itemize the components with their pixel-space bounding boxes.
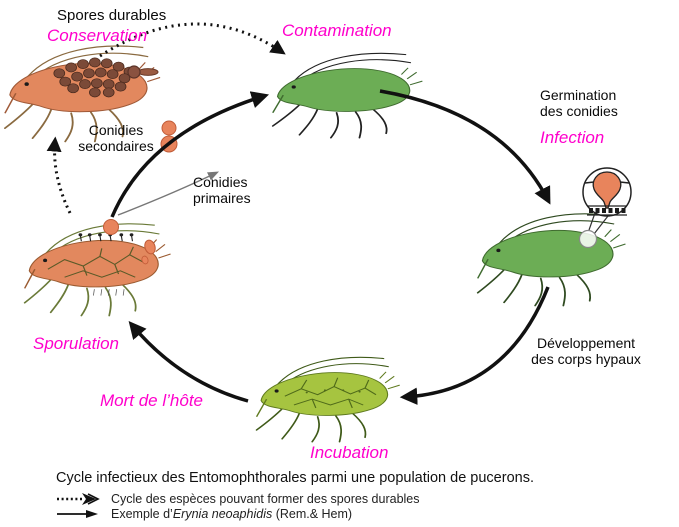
label-contamination: Contamination [282,21,392,40]
legend-solid-text: Exemple d’Erynia neoaphidis (Rem.& Hem) [111,507,352,521]
dotted-arrow-secondary-conidia [46,136,72,214]
label-conidies-secondaires-line1: Conidies [88,122,144,138]
germinating-conidium [592,171,622,209]
dotted-arrow-icon [57,493,100,505]
label-developpement-line1: Développement [536,335,636,351]
primary-conidium-icon [103,219,119,235]
aphid-contamination [271,52,423,139]
legend-solid-suffix: (Rem.& Hem) [272,507,353,521]
label-germination-line1: Germination [540,87,617,103]
legend-solid-prefix: Exemple d’ [111,507,173,521]
label-conidies-secondaires-line2: secondaires [78,138,154,154]
label-conidies-primaires-line2: primaires [193,190,251,206]
aphid-sporulation [23,223,171,317]
label-conidies-primaires: Conidies primaires [193,174,251,206]
magnifier-germination-icon [578,167,632,249]
ejected-conidia-icon [141,239,156,265]
label-developpement-line2: des corps hypaux [531,351,641,367]
label-developpement: Développement des corps hypaux [523,335,649,367]
legend-row-solid: Exemple d’Erynia neoaphidis (Rem.& Hem) [56,507,352,521]
diagram-caption: Cycle infectieux des Entomophthorales pa… [56,470,534,486]
legend-row-dotted: Cycle des espèces pouvant former des spo… [56,492,420,506]
legend-species-name: Erynia neoaphidis [172,507,273,521]
legend-dotted-text: Cycle des espèces pouvant former des spo… [111,492,420,506]
label-incubation: Incubation [310,443,389,462]
aphid-incubation [255,356,400,443]
label-conidies-secondaires: Conidies secondaires [70,122,162,154]
label-mort-de-lhote: Mort de l’hôte [100,391,203,410]
label-conservation: Conservation [47,26,148,45]
cuticle-cells [589,208,626,213]
arrow-incubation-to-sporulation [128,320,249,403]
magnifier-target-circle [578,229,598,249]
resting-spore-icon [127,65,159,79]
label-infection: Infection [540,128,605,147]
label-sporulation: Sporulation [33,334,120,353]
solid-arrow-icon [57,510,98,518]
label-conidies-primaires-line1: Conidies [193,174,248,190]
label-germination-line2: des conidies [540,103,618,119]
label-spores-durables: Spores durables [57,7,167,24]
label-germination: Germination des conidies [540,87,618,119]
